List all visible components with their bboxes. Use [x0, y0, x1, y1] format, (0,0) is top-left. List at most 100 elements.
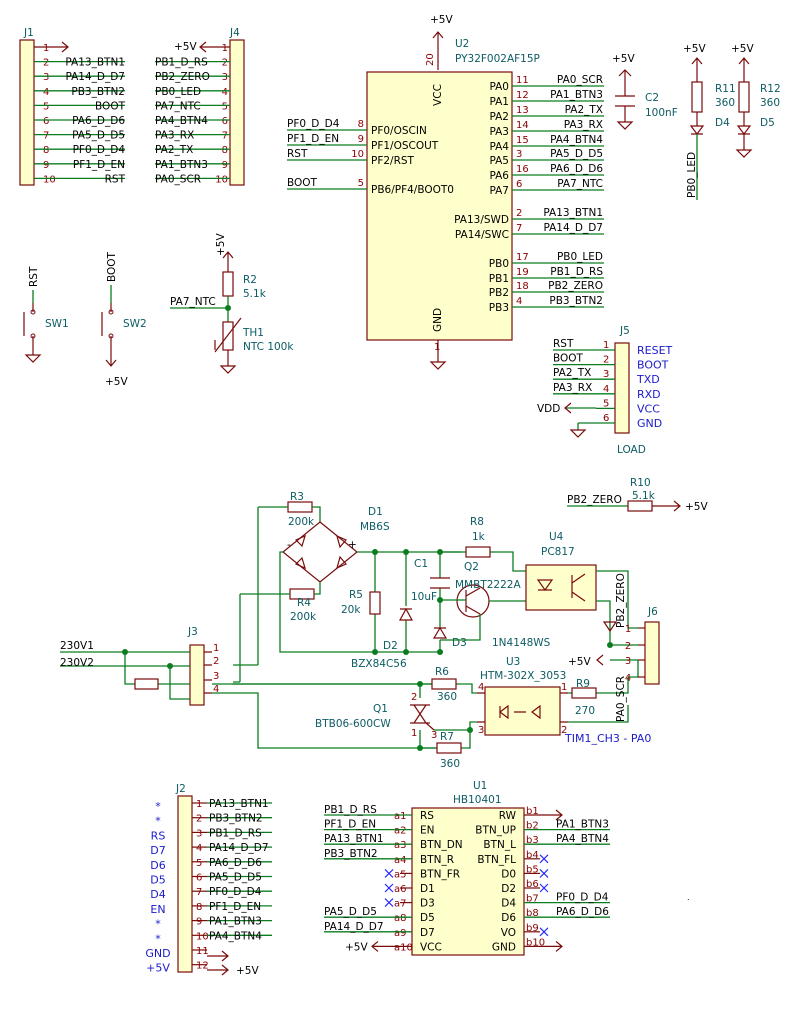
c2-ref: C2: [645, 92, 659, 104]
u2-left-net: PF1_D_EN: [287, 133, 339, 145]
j3-pin-leads: [204, 651, 212, 694]
r11-ref: R11: [715, 83, 736, 95]
j4-pin-net: PB2_ZERO: [155, 71, 210, 83]
j4-pin-num: 8: [222, 145, 228, 156]
c2-5v-label: +5V: [612, 53, 635, 65]
connector-j4: J4 +5V 12PB1_D_RS3PB2_ZERO4PB0_LED5PA7_N…: [155, 27, 245, 186]
u1-right-pin-name: D0: [501, 868, 516, 880]
u3-pin4: 4: [478, 682, 484, 693]
j4-pin-net: PA2_TX: [155, 144, 193, 156]
u1-left-pin-num: a6: [394, 884, 407, 895]
j2-pin-func: *: [155, 932, 161, 945]
u2-right-pin-num: 18: [516, 281, 529, 292]
j2-pin-func: GND: [145, 947, 170, 960]
j5-pin-num: 3: [603, 369, 609, 380]
j5-pin-net: BOOT: [553, 353, 584, 365]
j6-pin-num: 3: [625, 656, 631, 667]
j2-pin-net: PA14_D_D7: [209, 842, 269, 854]
j1-pin-net: RST: [105, 173, 126, 185]
j2-pin-net: PA13_BTN1: [209, 798, 269, 810]
j4-pin-net: PA1_BTN3: [155, 159, 208, 171]
j1-body: [19, 39, 35, 186]
u2-left-pin-num: 10: [351, 149, 364, 160]
r7-body: [436, 742, 462, 754]
j6-ref: J6: [647, 606, 658, 618]
u3-pin3: 3: [478, 725, 484, 736]
j4-pin-num: 9: [222, 160, 228, 171]
u2-right-pin-name: PA1: [489, 96, 509, 108]
u1-left-pin-num: a2: [394, 826, 407, 837]
r5-ref: R5: [349, 589, 363, 601]
j4-ref: J4: [229, 27, 240, 39]
u1-right-pin-num: b7: [526, 894, 539, 905]
u4-pin4-wire: [596, 570, 638, 629]
u2-gnd-symbol: [429, 361, 447, 370]
q1-gate-wire: [434, 721, 477, 731]
u1-left-pin-name: D3: [420, 898, 435, 910]
j5-body: [614, 342, 630, 434]
u1-rw-arrow: [524, 809, 563, 821]
u2-ref: U2: [455, 38, 469, 50]
u1-right-pin-num: b1: [526, 806, 539, 817]
j4-pin-net: PB1_D_RS: [155, 57, 208, 69]
q2-ref: Q2: [464, 561, 479, 573]
u2-right-pin-name: PA6: [489, 170, 509, 182]
j2-pin-net: PB1_D_RS: [209, 827, 262, 839]
u1-left-pin-name: BTN_DN: [420, 839, 463, 851]
j2-pin-num: 1: [196, 799, 202, 810]
junction-g: [437, 649, 443, 655]
led-5v-label-1: +5V: [683, 43, 706, 55]
r2-body: [222, 271, 234, 297]
u2-right-pin-name: PA14/SWC: [455, 229, 509, 241]
u4-ref: U4: [549, 531, 564, 543]
u2-right-pin-num: 6: [516, 179, 522, 190]
d1-plus: +: [348, 539, 357, 551]
u1-right-pin-name: VO: [501, 927, 516, 939]
j1-pin1-arrow: [34, 41, 69, 53]
u1-right-pin-name: D4: [501, 898, 516, 910]
u2-right-net: PA14_D_D7: [543, 222, 603, 234]
u1-body: [411, 807, 525, 956]
r9-ref: R9: [576, 678, 590, 690]
r3-ref: R3: [290, 491, 304, 503]
r9-wire: [568, 677, 629, 723]
j4-pin1-arrow: [199, 41, 230, 53]
u1-left-net: +5V: [345, 941, 368, 953]
u1-left-pin-name: BTN_FR: [420, 868, 460, 880]
mcu-u2: +5V U2 PY32F002AF15P VCC 20 GND 1 PF0_D_…: [287, 14, 604, 370]
j5-pin-func: RESET: [637, 344, 673, 357]
j4-body: [229, 39, 245, 186]
j1-pin-num: 10: [43, 174, 56, 185]
j3-pin2: 2: [213, 656, 219, 667]
j2-pin-num: 5: [196, 858, 202, 869]
j1-pin-num: 3: [43, 72, 49, 83]
r11-body: [691, 81, 703, 113]
u3-value: HTM-302X_3053: [480, 670, 566, 682]
j4-pin-net: PA0_SCR: [155, 173, 201, 185]
u1-left-pin-num: a3: [394, 840, 407, 851]
j5-pin-net: RST: [553, 338, 574, 350]
mains-v2-label: 230V2: [60, 657, 94, 669]
u2-right-pin-name: PA0: [489, 81, 509, 93]
u2-left-pin-name: PF2/RST: [371, 155, 415, 167]
u3-ref: U3: [506, 656, 520, 668]
j2-5v-arrow: [207, 964, 229, 976]
r2-value: 5.1k: [243, 288, 267, 300]
u2-value: PY32F002AF15P: [455, 53, 540, 65]
j6-5v-label: +5V: [568, 656, 591, 668]
j6-body: [644, 621, 660, 685]
sw1-net: RST: [28, 266, 40, 287]
u2-right-net: PA6_D_D6: [550, 163, 603, 175]
th1-ref: TH1: [242, 327, 264, 339]
j2-pin-net: PA6_D_D6: [209, 857, 262, 869]
junction-d: [372, 649, 378, 655]
u2-right-pin-num: 2: [516, 208, 522, 219]
u4-body: [525, 564, 597, 611]
j6-pin-num: 4: [625, 673, 631, 684]
u2-vcc-pin-num: 20: [425, 53, 436, 66]
c2-gnd-symbol: [616, 121, 634, 130]
d1-diodes: [294, 534, 347, 570]
j1-pin-num: 4: [43, 87, 49, 98]
u2-vcc-arrow: [432, 31, 444, 70]
